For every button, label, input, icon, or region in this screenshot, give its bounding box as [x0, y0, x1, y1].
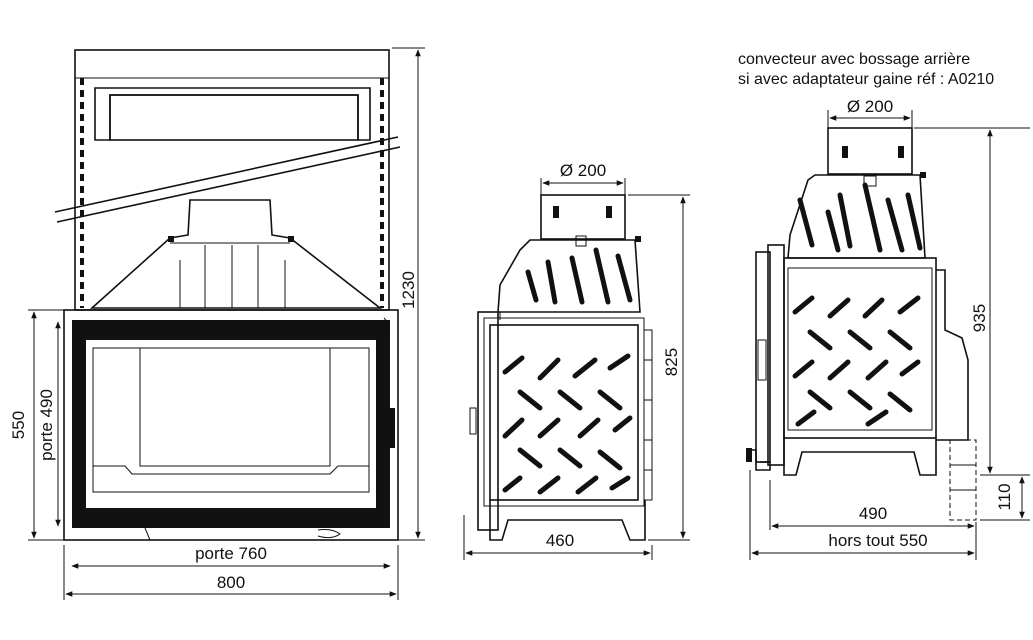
total-height-label: 1230: [399, 271, 418, 309]
door-height-label: porte 490: [37, 389, 56, 461]
side-body: [489, 324, 639, 501]
rear-boss: [936, 269, 969, 441]
side-height-label: 825: [662, 348, 681, 376]
rear-note-line1: convecteur avec bossage arrière: [738, 51, 970, 68]
rear-height-label: 935: [970, 304, 989, 332]
side-convector: [497, 239, 641, 313]
side-view: Ø 200 460 825: [463, 161, 690, 560]
side-flue-label: Ø 200: [560, 161, 606, 180]
rear-flue-collar: [827, 127, 913, 175]
side-view-rear: convecteur avec bossage arrière si avec …: [738, 51, 1030, 560]
rear-overall-depth-label: hors tout 550: [828, 531, 927, 550]
width-label: 800: [217, 573, 245, 592]
rear-body: [783, 257, 937, 439]
rear-flue-label: Ø 200: [847, 97, 893, 116]
insert-frame: [63, 309, 399, 541]
side-depth-label: 460: [546, 531, 574, 550]
side-vent-slots: [502, 353, 633, 495]
door-glass: [92, 347, 370, 493]
rear-depth-label: 490: [859, 504, 887, 523]
door-handle: [389, 408, 395, 448]
convector-body: [89, 199, 383, 309]
door-frame: [72, 320, 390, 528]
rear-vent-slots: [792, 295, 921, 427]
front-view: 800 porte 760 550 porte 490 1230: [9, 47, 425, 600]
height-label: 550: [9, 411, 28, 439]
rear-convector: [787, 174, 926, 259]
flue-collar: [540, 194, 626, 240]
door-width-label: porte 760: [195, 544, 267, 563]
rear-note-line2: si avec adaptateur gaine réf : A0210: [738, 71, 994, 88]
rear-base-height-label: 110: [995, 483, 1014, 510]
hood-panel: [109, 94, 359, 141]
